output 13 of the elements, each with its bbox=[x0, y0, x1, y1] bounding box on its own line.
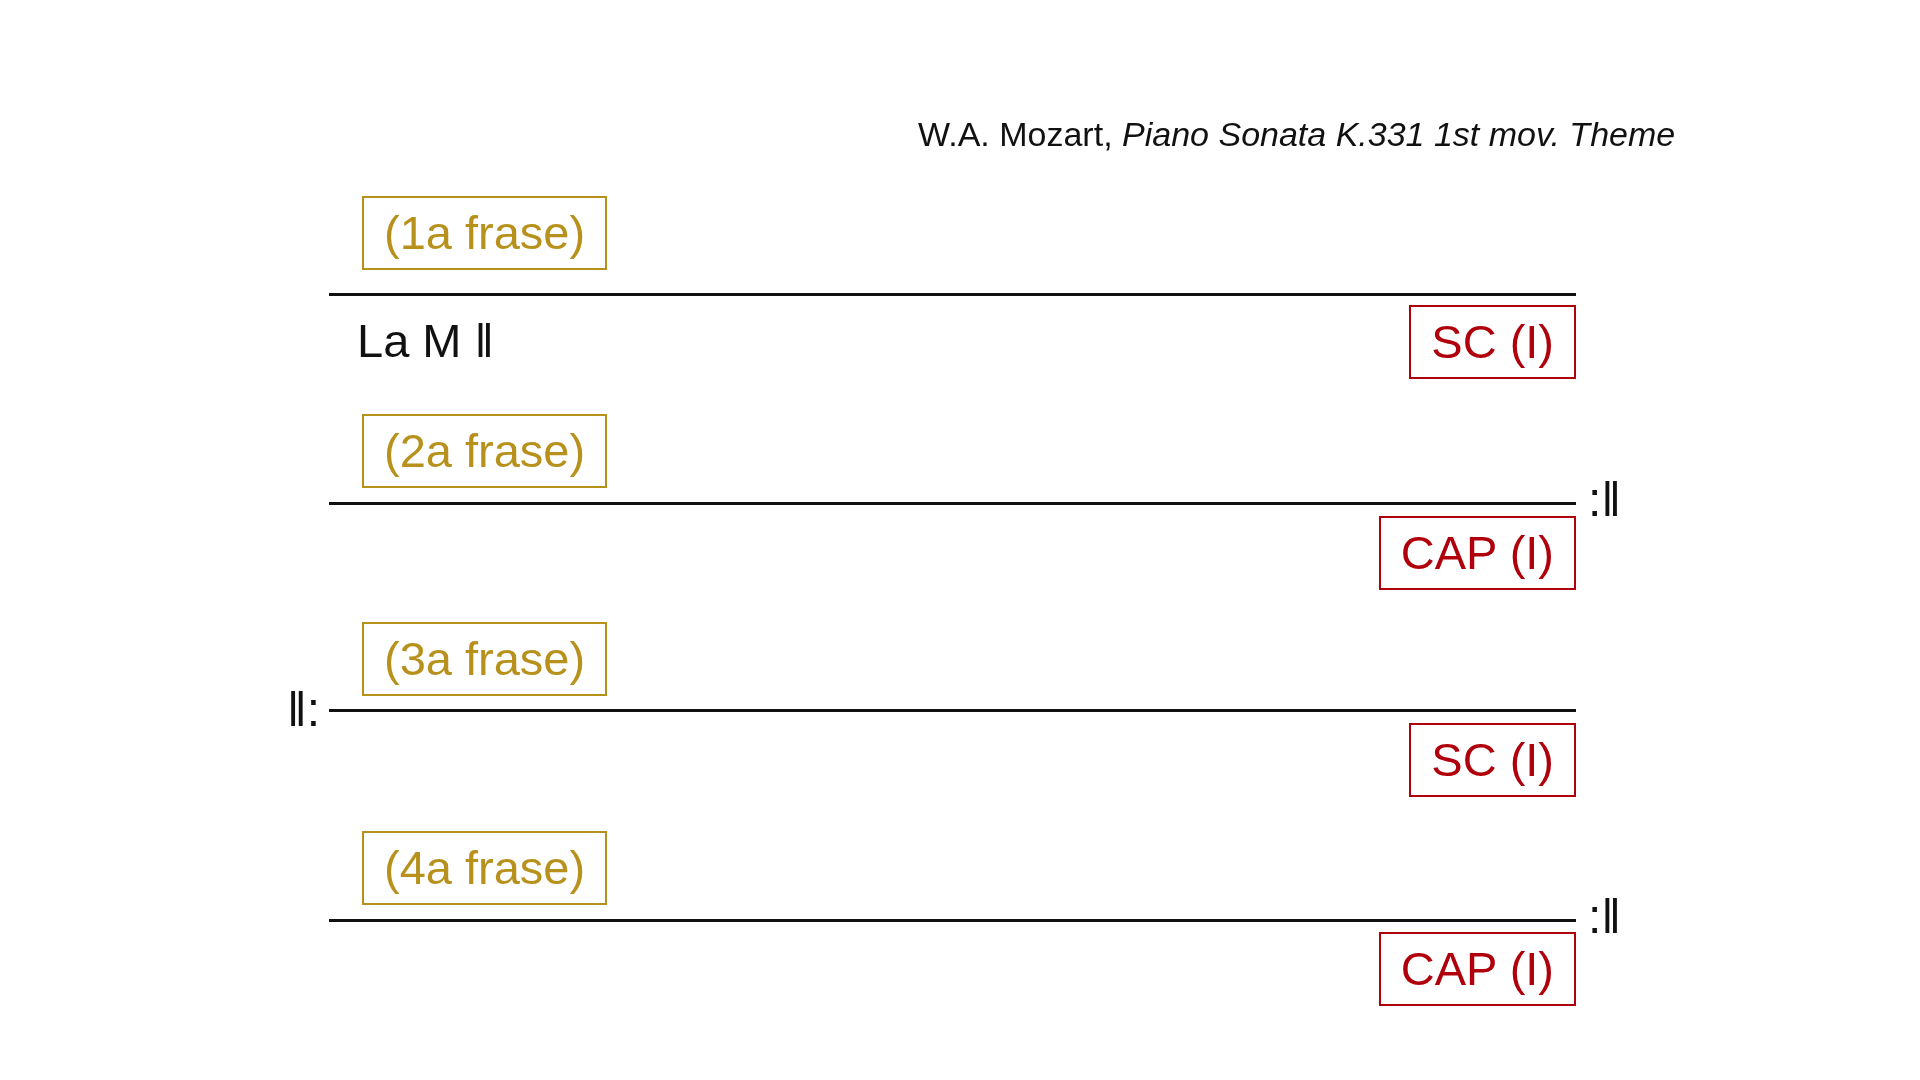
phrase-label: (1a frase) bbox=[362, 196, 608, 270]
repeat-sign: :‖ bbox=[1588, 472, 1622, 527]
cadence-label: CAP (I) bbox=[1378, 932, 1576, 1006]
repeat-sign: ‖: bbox=[287, 682, 321, 737]
title: W.A. Mozart, Piano Sonata K.331 1st mov. Theme bbox=[918, 114, 1676, 154]
key-label: La M ‖ bbox=[357, 314, 494, 368]
cadence-label: CAP (I) bbox=[1378, 516, 1576, 590]
cadence-label: SC (I) bbox=[1409, 305, 1576, 379]
phrase-label: (2a frase) bbox=[362, 414, 608, 488]
phrase-label: (3a frase) bbox=[362, 622, 608, 696]
cadence-label: SC (I) bbox=[1409, 723, 1576, 797]
repeat-sign: :‖ bbox=[1588, 889, 1622, 944]
phrase-label: (4a frase) bbox=[362, 831, 608, 905]
